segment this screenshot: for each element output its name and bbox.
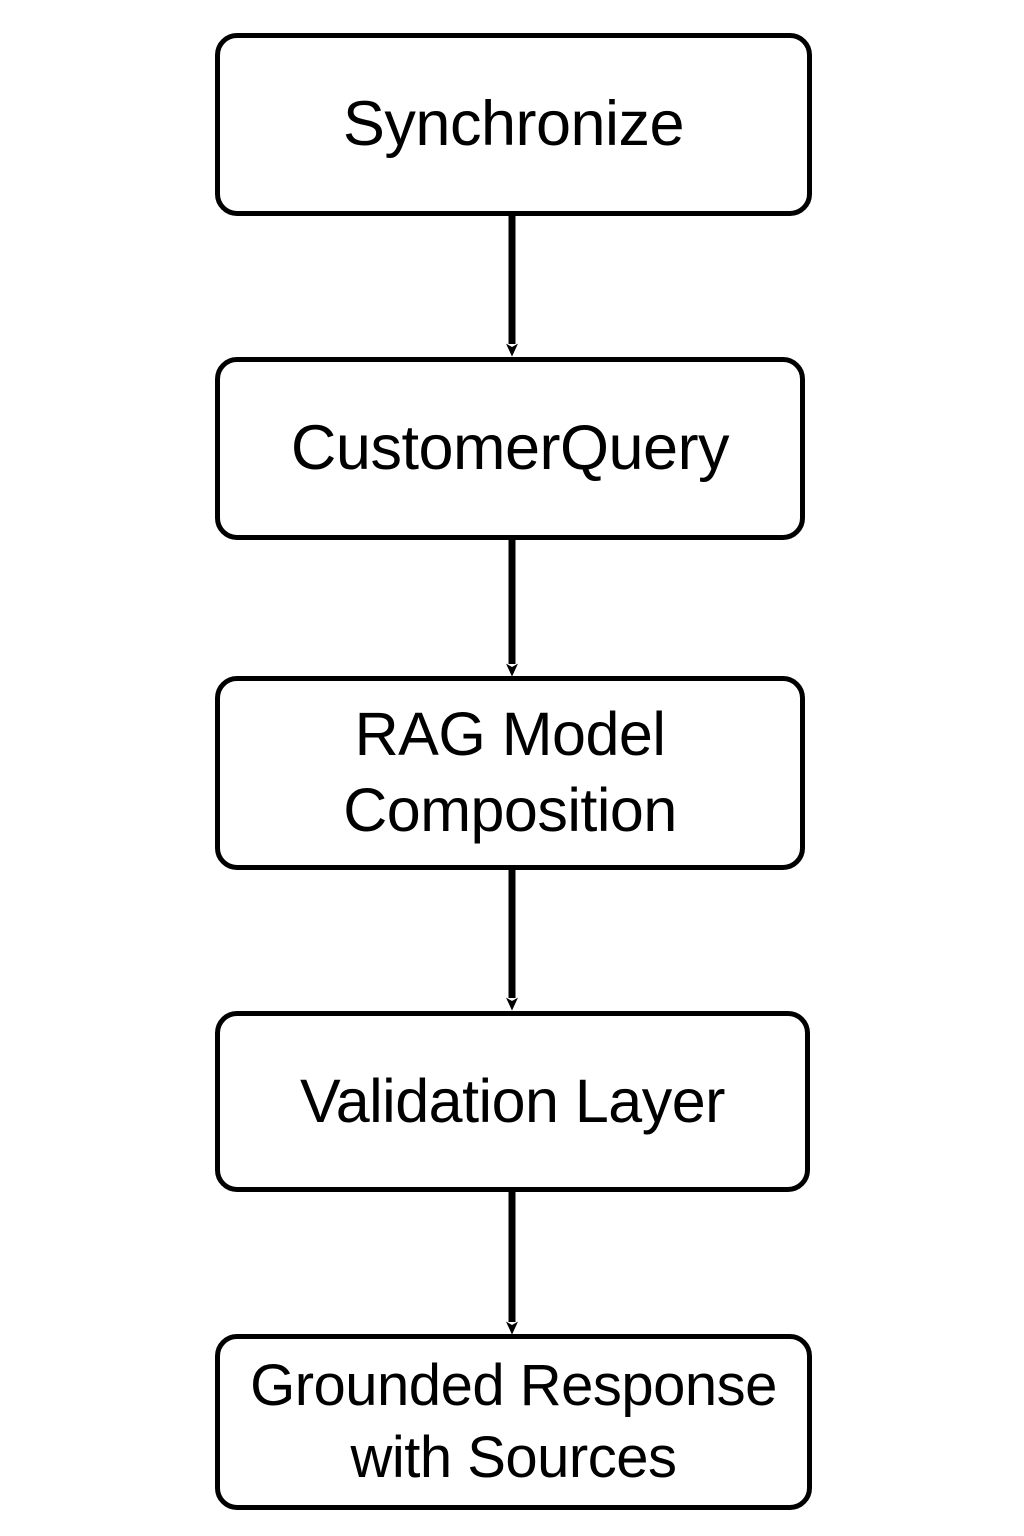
- node-synchronize-label: Synchronize: [342, 89, 685, 160]
- node-customer-query[interactable]: CustomerQuery: [215, 357, 805, 540]
- node-validation-layer-label: Validation Layer: [300, 1066, 725, 1135]
- node-customer-query-label: CustomerQuery: [290, 413, 730, 484]
- node-validation-layer[interactable]: Validation Layer: [215, 1011, 810, 1192]
- node-rag-model-composition[interactable]: RAG Model Composition: [215, 676, 805, 870]
- node-grounded-response-label: Grounded Response with Sources: [250, 1353, 777, 1490]
- node-rag-model-composition-label: RAG Model Composition: [343, 700, 677, 844]
- node-synchronize[interactable]: Synchronize: [215, 33, 812, 216]
- node-grounded-response[interactable]: Grounded Response with Sources: [215, 1334, 812, 1510]
